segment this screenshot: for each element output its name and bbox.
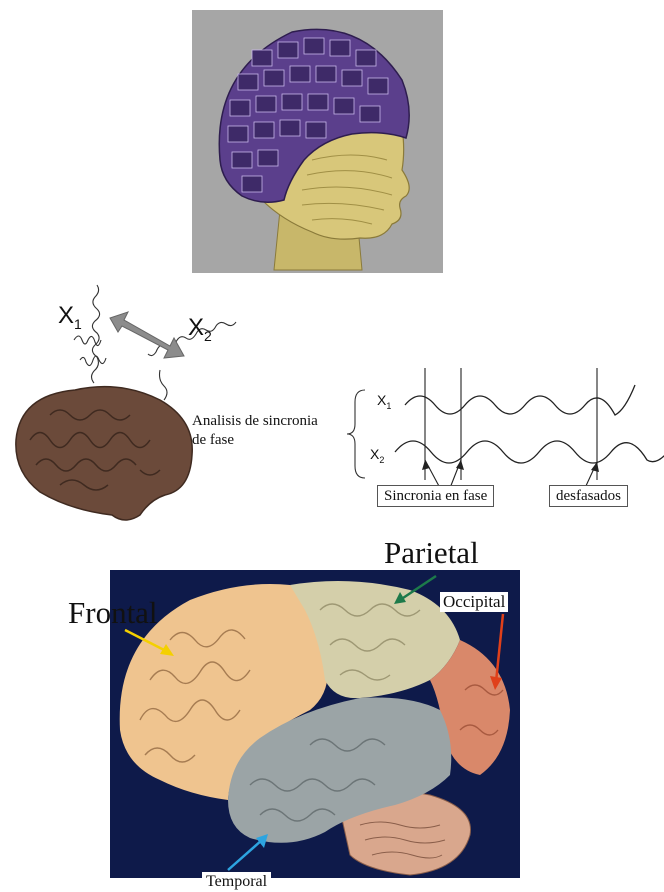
arrow-temporal-icon (228, 834, 268, 870)
label-frontal: Frontal (68, 596, 158, 630)
arrow-frontal-icon (125, 630, 174, 656)
label-parietal: Parietal (384, 536, 479, 570)
label-occipital: Occipital (440, 592, 508, 612)
label-temporal: Temporal (202, 872, 271, 891)
arrow-parietal-icon (394, 576, 436, 604)
arrow-occipital-icon (490, 614, 503, 690)
